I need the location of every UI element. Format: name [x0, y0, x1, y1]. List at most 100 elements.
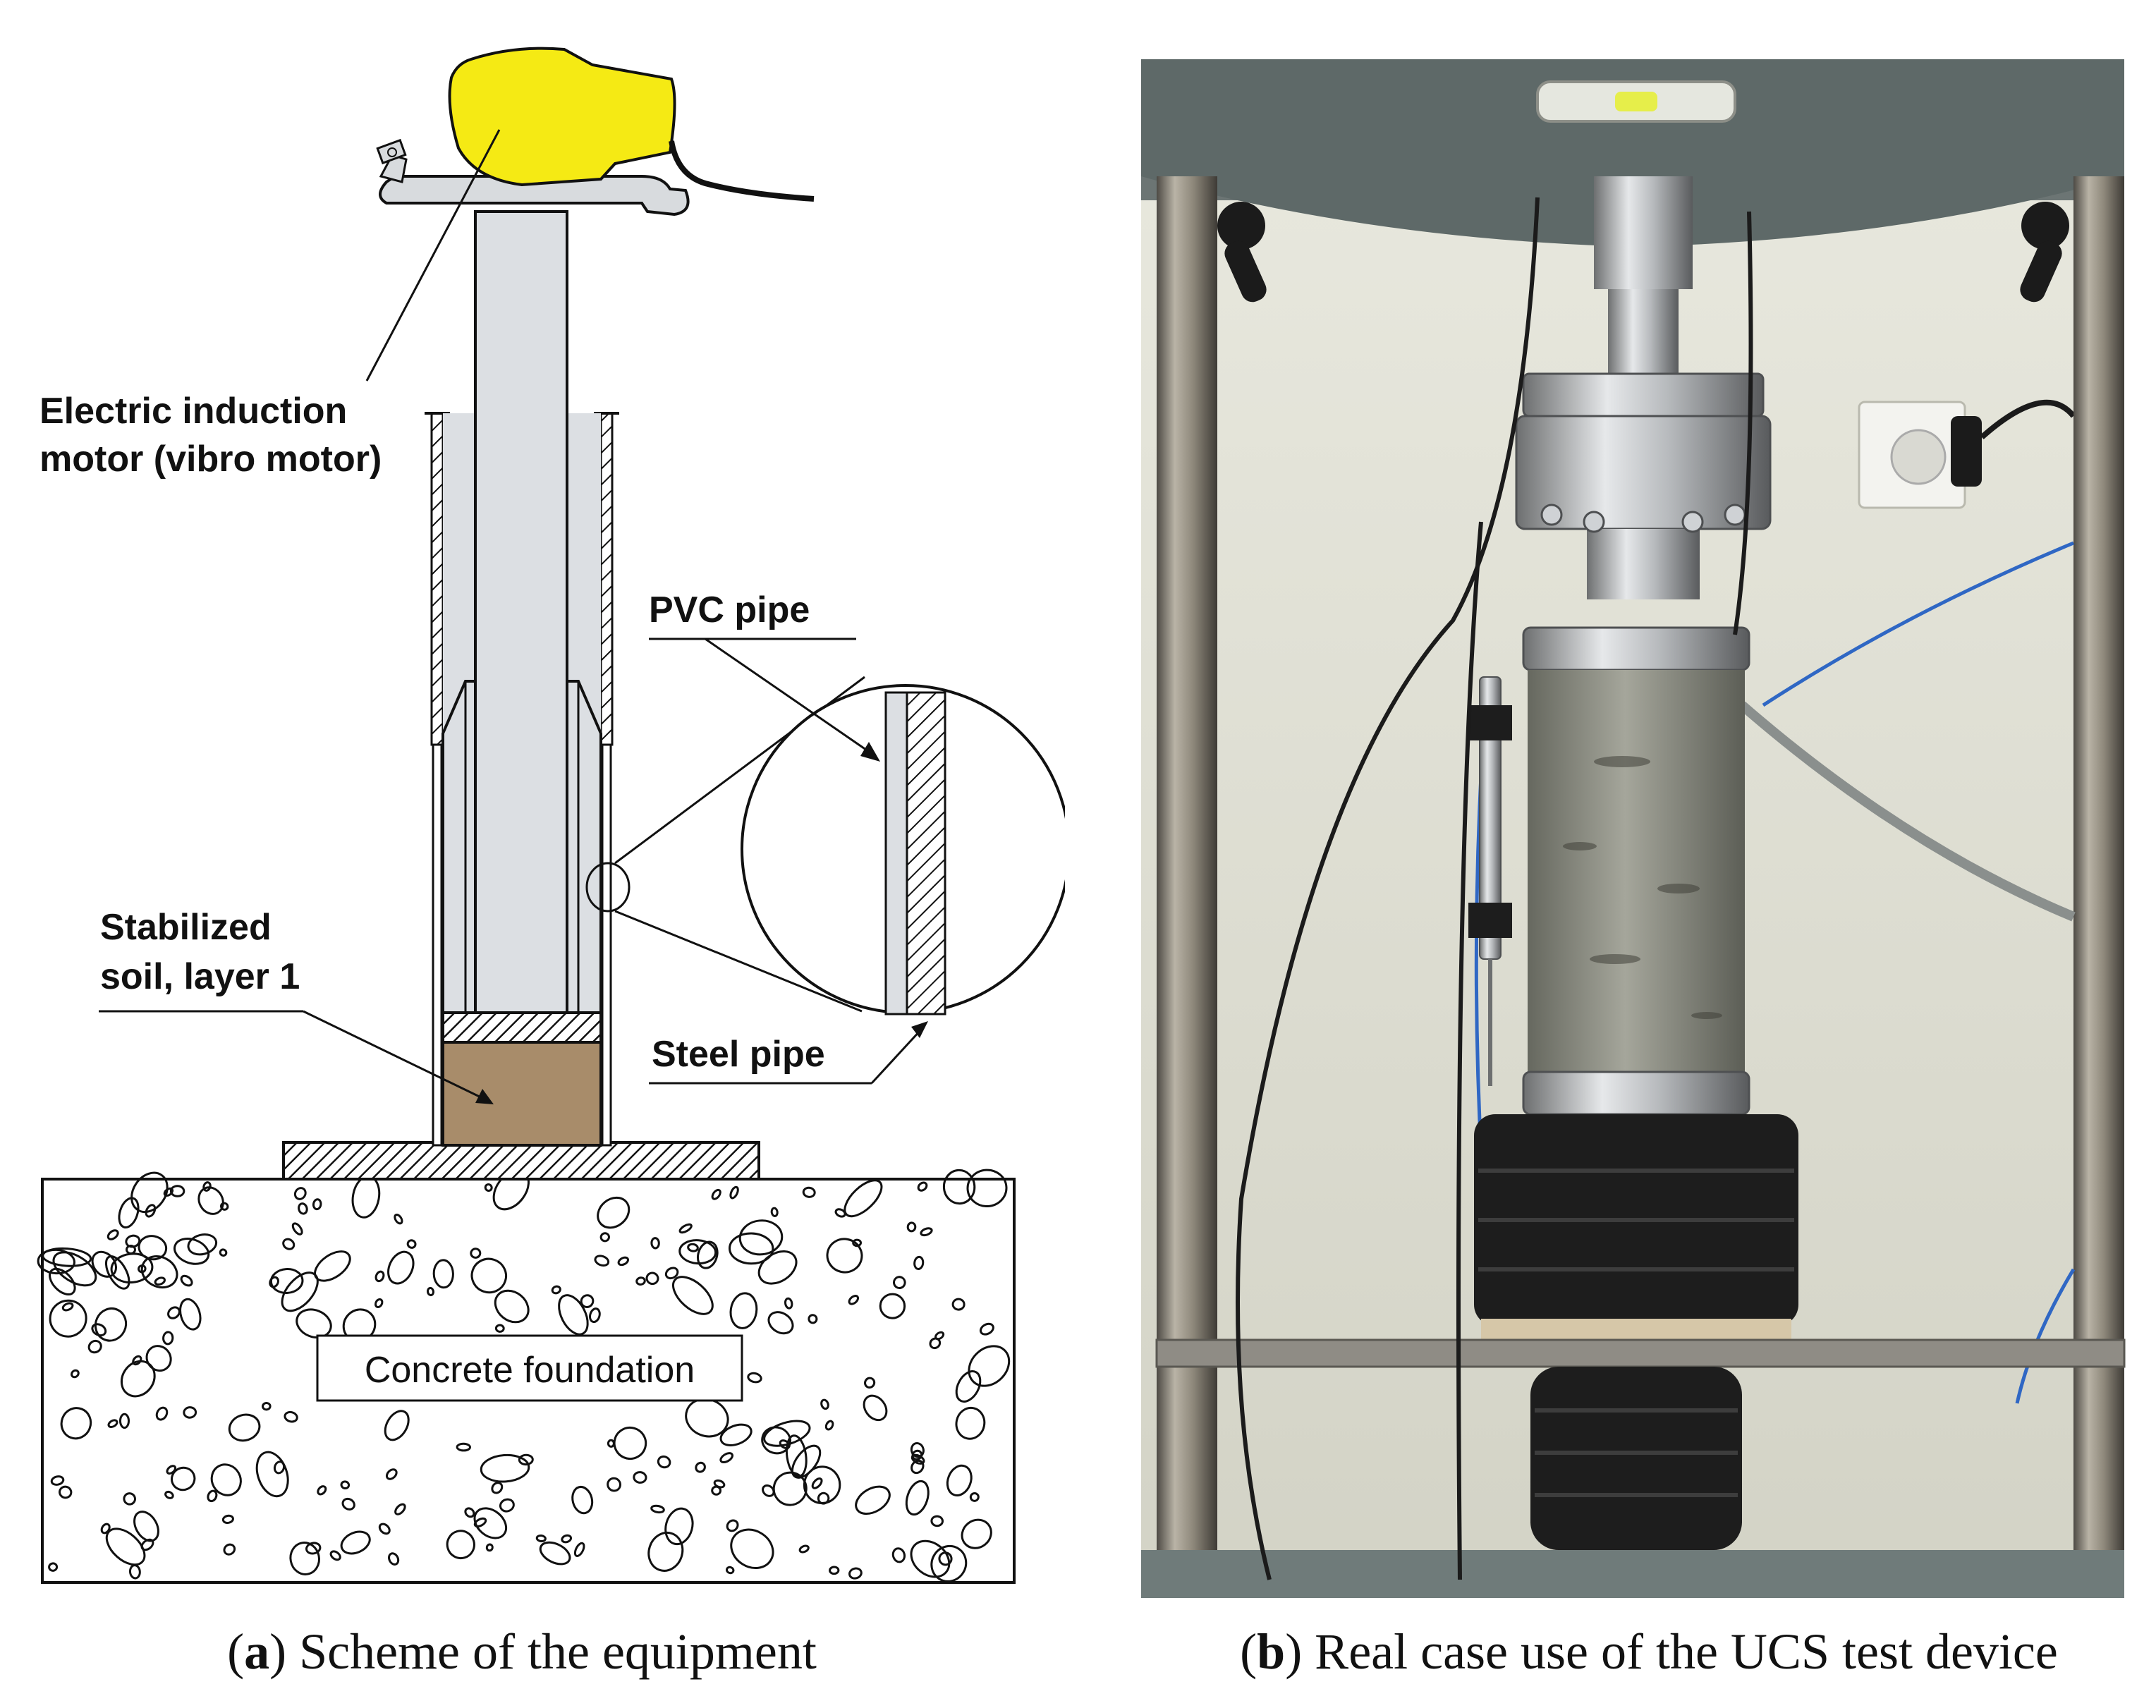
aggregate-pebble [826, 1238, 863, 1274]
aggregate-pebble [456, 1442, 471, 1452]
rammer-rod [474, 210, 568, 1014]
aggregate-pebble [406, 1239, 417, 1249]
aggregate-pebble [388, 1552, 400, 1566]
aggregate-pebble [470, 1248, 482, 1259]
aggregate-pebble [938, 1551, 953, 1566]
aggregate-pebble [762, 1484, 775, 1497]
aggregate-pebble [910, 1539, 951, 1578]
aggregate-pebble [803, 1465, 841, 1504]
aggregate-pebble [155, 1406, 169, 1421]
aggregate-pebble [340, 1480, 351, 1490]
aggregate-pebble [289, 1542, 320, 1575]
label-soil-line1: Stabilized [100, 907, 272, 948]
aggregate-pebble [664, 1507, 694, 1546]
aggregate-pebble [291, 1222, 303, 1236]
aggregate-pebble [824, 1420, 834, 1431]
aggregate-pebble [969, 1492, 980, 1502]
aggregate-pebble [934, 1331, 945, 1341]
aggregate-pebble [173, 1238, 210, 1265]
aggregate-pebble [678, 1223, 693, 1234]
aggregate-pebble [905, 1480, 930, 1516]
aggregate-pebble [91, 1323, 107, 1337]
aggregate-pebble [296, 1308, 332, 1338]
aggregate-pebble [647, 1531, 684, 1572]
aggregate-pebble [100, 1523, 111, 1535]
zoom-pvc-wall [884, 691, 908, 1015]
aggregate-pebble [558, 1294, 589, 1336]
aggregate-pebble [961, 1518, 992, 1549]
aggregate-pebble [179, 1298, 202, 1331]
aggregate-pebble [535, 1534, 547, 1543]
aggregate-pebble [374, 1270, 385, 1283]
aggregate-pebble [772, 1471, 808, 1506]
aggregate-pebble [281, 1271, 319, 1312]
aggregate-pebble [394, 1503, 406, 1515]
aggregate-pebble [221, 1514, 234, 1524]
aggregate-pebble [645, 1271, 659, 1286]
aggregate-pebble [571, 1485, 594, 1515]
caption-b: (b) Real case use of the UCS test device [1240, 1623, 2058, 1680]
aggregate-pebble [747, 1372, 762, 1384]
aggregate-pebble [228, 1413, 261, 1442]
aggregate-pebble [110, 1252, 154, 1284]
specimen-bottom-cap [1522, 1070, 1750, 1116]
aggregate-pebble [589, 1307, 601, 1324]
specimen-top-cap [1522, 626, 1750, 671]
zoom-steel-wall [906, 691, 946, 1015]
label-steel-pipe: Steel pipe [652, 1034, 825, 1075]
aggregate-pebble [298, 1202, 308, 1215]
aggregate-pebble [635, 1276, 646, 1286]
machine-top-plate [1141, 59, 2124, 247]
aggregate-pebble [951, 1298, 966, 1311]
aggregate-pebble [374, 1298, 384, 1308]
aggregate-pebble [920, 1227, 933, 1237]
aggregate-pebble [711, 1485, 721, 1496]
base-strip [1155, 1338, 2126, 1368]
aggregate-pebble [763, 1420, 811, 1447]
caption-b-letter: b [1257, 1623, 1285, 1680]
aggregate-pebble [518, 1453, 534, 1466]
aggregate-pebble [106, 1229, 119, 1240]
leader-lines [99, 129, 922, 1102]
aggregate-pebble [138, 1235, 168, 1261]
aggregate-pebble [473, 1507, 508, 1539]
aggregate-pebble [808, 1314, 818, 1324]
aggregate-pebble [107, 1419, 118, 1429]
aggregate-pebble [133, 1511, 159, 1542]
aggregate-pebble [979, 1322, 994, 1336]
aggregate-pebble [293, 1187, 307, 1200]
aggregate-pebble [255, 1451, 289, 1498]
aggregate-pebble [910, 1459, 925, 1475]
aggregate-pebble [911, 1449, 923, 1461]
compaction-plate [441, 1011, 602, 1044]
caption-a: (a) Scheme of the equipment [227, 1623, 817, 1680]
aggregate-pebble [394, 1213, 403, 1225]
aggregate-pebble [52, 1251, 97, 1287]
aggregate-pebble [811, 1477, 823, 1489]
aggregate-pebble [729, 1292, 758, 1329]
bellows [1530, 1367, 1742, 1550]
aggregate-pebble [738, 1219, 784, 1256]
aggregate-pebble [60, 1407, 92, 1440]
aggregate-pebble [94, 1307, 128, 1342]
aggregate-pebble [650, 1237, 660, 1250]
aggregate-pebble [863, 1394, 888, 1422]
aggregate-pebble [145, 1345, 172, 1372]
aggregate-pebble [784, 1297, 793, 1310]
aggregate-pebble [145, 1204, 157, 1218]
label-motor-line2: motor (vibro motor) [39, 439, 382, 480]
aggregate-pebble [573, 1542, 585, 1557]
aggregate-pebble [470, 1257, 508, 1294]
aggregate-pebble [729, 1185, 739, 1200]
steel-pipe-right-wall [599, 412, 614, 746]
aggregate-pebble [119, 1413, 130, 1429]
aggregate-pebble [123, 1492, 136, 1506]
aggregate-pebble [494, 1289, 530, 1324]
aggregate-pebble [485, 1543, 494, 1552]
aggregate-pebble [140, 1538, 154, 1551]
aggregate-pebble [473, 1517, 487, 1527]
aggregate-pebble [499, 1498, 515, 1513]
aggregate-pebble [305, 1542, 322, 1555]
aggregate-pebble [162, 1331, 174, 1346]
